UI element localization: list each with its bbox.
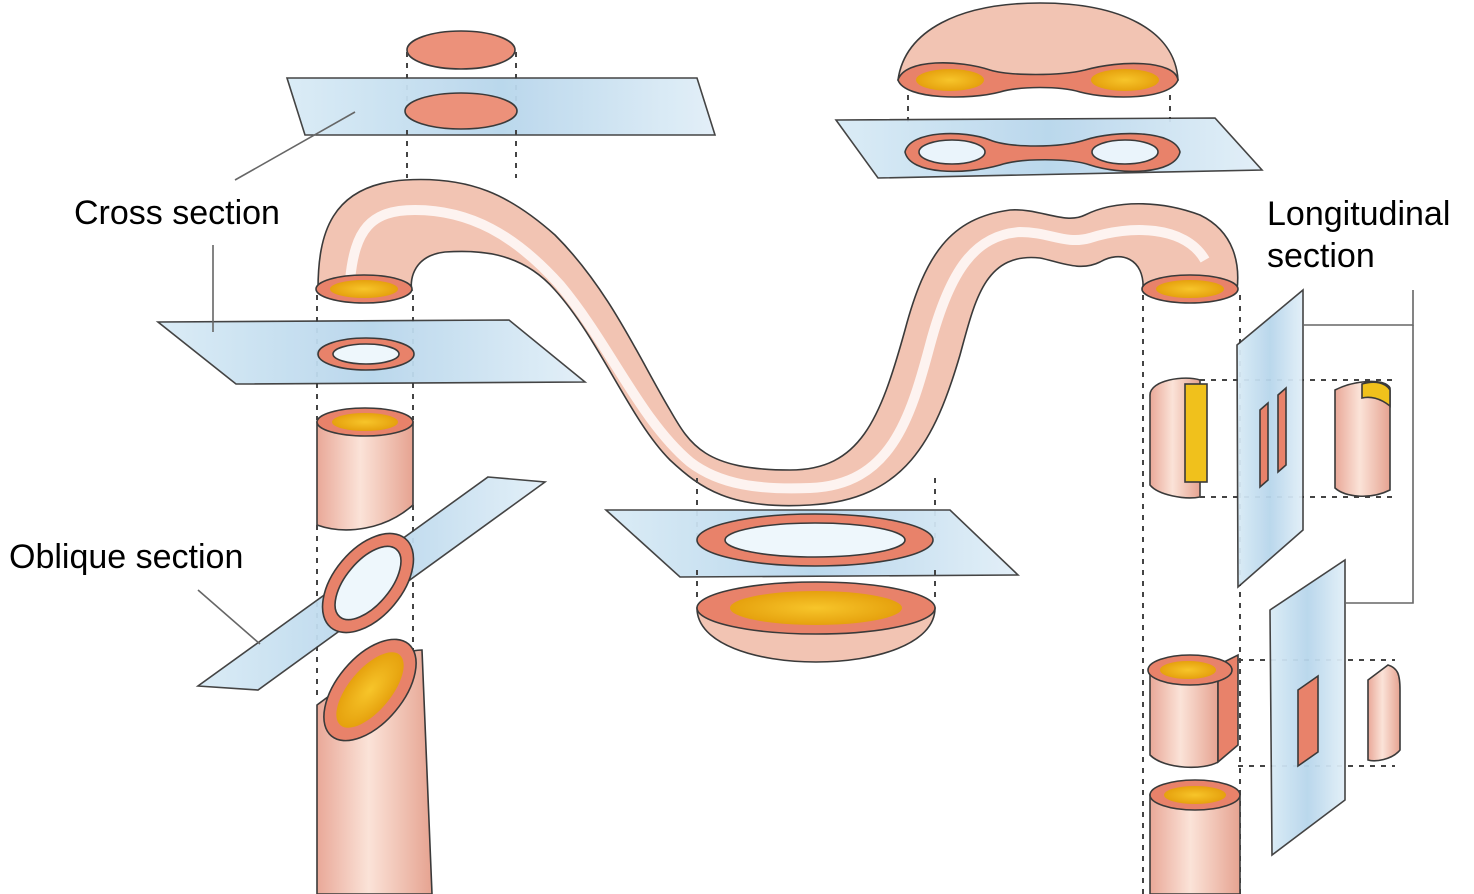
short-tube-segment: [317, 422, 413, 530]
solid-cap-top: [407, 31, 515, 69]
top-left-section: [287, 31, 715, 178]
left-tube-end-lumen: [330, 280, 398, 298]
split-tube-right-lower: [1368, 665, 1400, 761]
left-oblique-section-stack: [198, 477, 545, 894]
cross-section-label: Cross section: [74, 192, 280, 234]
oblique-section-label: Oblique section: [9, 536, 243, 578]
solid-section-on-plane: [405, 93, 517, 129]
right-tube-end-lumen: [1156, 280, 1224, 298]
longitudinal-label-line2: section: [1267, 235, 1450, 277]
right-longitudinal-section-stack: [1143, 290, 1413, 894]
top-right-section: [836, 3, 1262, 178]
longitudinal-label-line1: Longitudinal: [1267, 193, 1450, 235]
cross-leader-top: [235, 112, 355, 180]
longitudinal-section-label: Longitudinal section: [1267, 193, 1450, 277]
oblique-leader: [198, 590, 260, 644]
glass-plane-longitudinal-upper: [1237, 290, 1303, 587]
cross-section-lumen: [333, 344, 399, 364]
